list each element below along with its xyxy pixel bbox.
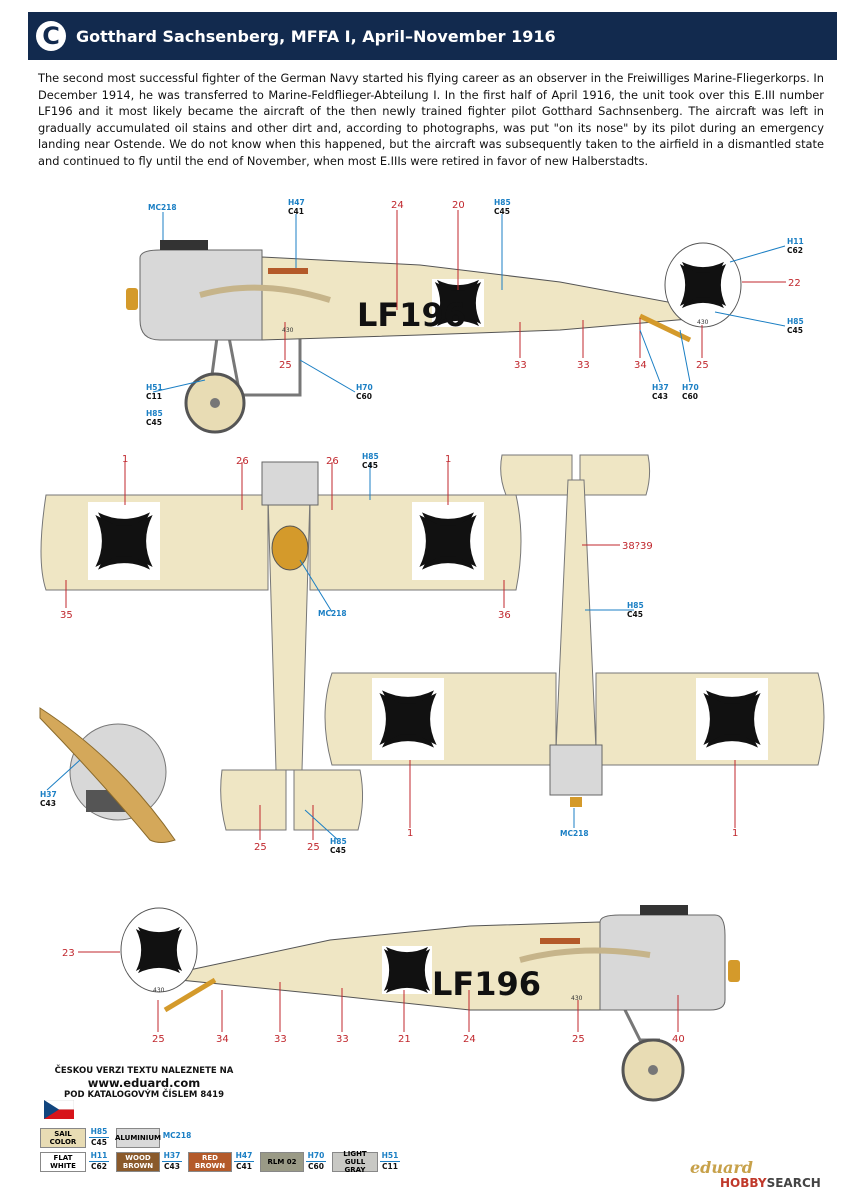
callout-number: 33 (336, 1034, 349, 1045)
side-view-upper (126, 240, 742, 434)
callout-number: 23 (62, 948, 75, 959)
paint-code: C45 (627, 610, 643, 619)
paint-code: C43 (652, 392, 668, 401)
side-view-code-lower: LF196 (432, 965, 541, 1003)
paint-code: H47 (288, 198, 305, 207)
paint-code: C60 (682, 392, 698, 401)
callout-number: 26 (326, 456, 339, 467)
paint-code: H85 (494, 198, 511, 207)
stencil-text: 430 (282, 327, 294, 334)
paint-code: H85 (330, 837, 347, 846)
callout-number: 1 (445, 454, 451, 465)
eduard-logo: eduard (690, 1158, 753, 1177)
callout-lines (65, 210, 786, 1032)
paint-code: C45 (146, 418, 162, 427)
stencil-text: 430 (697, 319, 709, 326)
callout-number: 33 (514, 360, 527, 371)
paint-code: C11 (146, 392, 162, 401)
propeller-view (39, 707, 176, 843)
callout-number: 36 (498, 610, 511, 621)
paint-code: H11 (787, 237, 804, 246)
paint-code: H85 (146, 409, 163, 418)
paint-code: H37 (652, 383, 669, 392)
czech-version-note: ČESKOU VERZI TEXTU NALEZNETE NA www.edua… (44, 1066, 244, 1101)
paint-code: H51 (146, 383, 163, 392)
callout-number: 34 (216, 1034, 229, 1045)
legend-code-aluminium: MC218 (162, 1131, 192, 1140)
callout-number: 1 (407, 828, 413, 839)
code-callout-lines (46, 212, 786, 841)
hobbysearch-watermark: HOBBYSEARCH (720, 1176, 821, 1190)
callout-number: 25 (307, 842, 320, 853)
czech-note-line1: ČESKOU VERZI TEXTU NALEZNETE NA (54, 1066, 234, 1076)
bottom-view (324, 454, 825, 807)
paint-code: H85 (627, 601, 644, 610)
paint-code: MC218 (148, 203, 177, 212)
side-view-code-upper: LF196 (357, 296, 466, 334)
callout-number: 24 (463, 1034, 476, 1045)
callout-number: 26 (236, 456, 249, 467)
paint-code: MC218 (318, 609, 347, 618)
paint-code: C45 (330, 846, 346, 855)
legend-swatch-aluminium: ALUMINIUM (115, 1128, 161, 1148)
description-text: The second most successful fighter of th… (38, 71, 824, 168)
callout-number: 25 (254, 842, 267, 853)
callout-number: 38?39 (622, 541, 653, 552)
title-banner: C Gotthard Sachsenberg, MFFA I, April–No… (28, 12, 837, 60)
callout-number: 22 (788, 278, 801, 289)
callout-number: 25 (696, 360, 709, 371)
top-view (40, 461, 522, 831)
callout-number: 20 (452, 200, 465, 211)
callout-number: 35 (60, 610, 73, 621)
czech-flag-icon (44, 1100, 74, 1119)
paint-code: H85 (362, 452, 379, 461)
callout-number: 21 (398, 1034, 411, 1045)
stencil-text: 430 (571, 995, 583, 1002)
czech-note-line2: POD KATALOGOVÝM ČÍSLEM 8419 (64, 1090, 224, 1100)
callout-number: 33 (274, 1034, 287, 1045)
callout-number: 25 (152, 1034, 165, 1045)
stencil-text: 430 (153, 987, 165, 994)
callout-number: 1 (122, 454, 128, 465)
paint-code: C43 (40, 799, 56, 808)
legend-swatch-rlm02: RLM 02 (260, 1152, 304, 1172)
callout-number: 33 (577, 360, 590, 371)
paint-code: H37 (40, 790, 57, 799)
paint-code: C45 (494, 207, 510, 216)
profile-title: Gotthard Sachsenberg, MFFA I, April–Nove… (76, 26, 556, 46)
paint-code: H70 (682, 383, 699, 392)
paint-code: C45 (362, 461, 378, 470)
profile-letter-badge: C (36, 21, 66, 51)
callout-number: 24 (391, 200, 404, 211)
paint-code: MC218 (560, 829, 589, 838)
paint-code: C41 (288, 207, 304, 216)
paint-code: C60 (356, 392, 372, 401)
paint-code: C45 (787, 326, 803, 335)
callout-number: 34 (634, 360, 647, 371)
callout-number: 1 (732, 828, 738, 839)
paint-code: C62 (787, 246, 803, 255)
paint-code: H85 (787, 317, 804, 326)
callout-number: 40 (672, 1034, 685, 1045)
callout-number: 25 (279, 360, 292, 371)
eduard-link[interactable]: www.eduard.com (87, 1076, 201, 1090)
paint-code: H70 (356, 383, 373, 392)
callout-number: 25 (572, 1034, 585, 1045)
